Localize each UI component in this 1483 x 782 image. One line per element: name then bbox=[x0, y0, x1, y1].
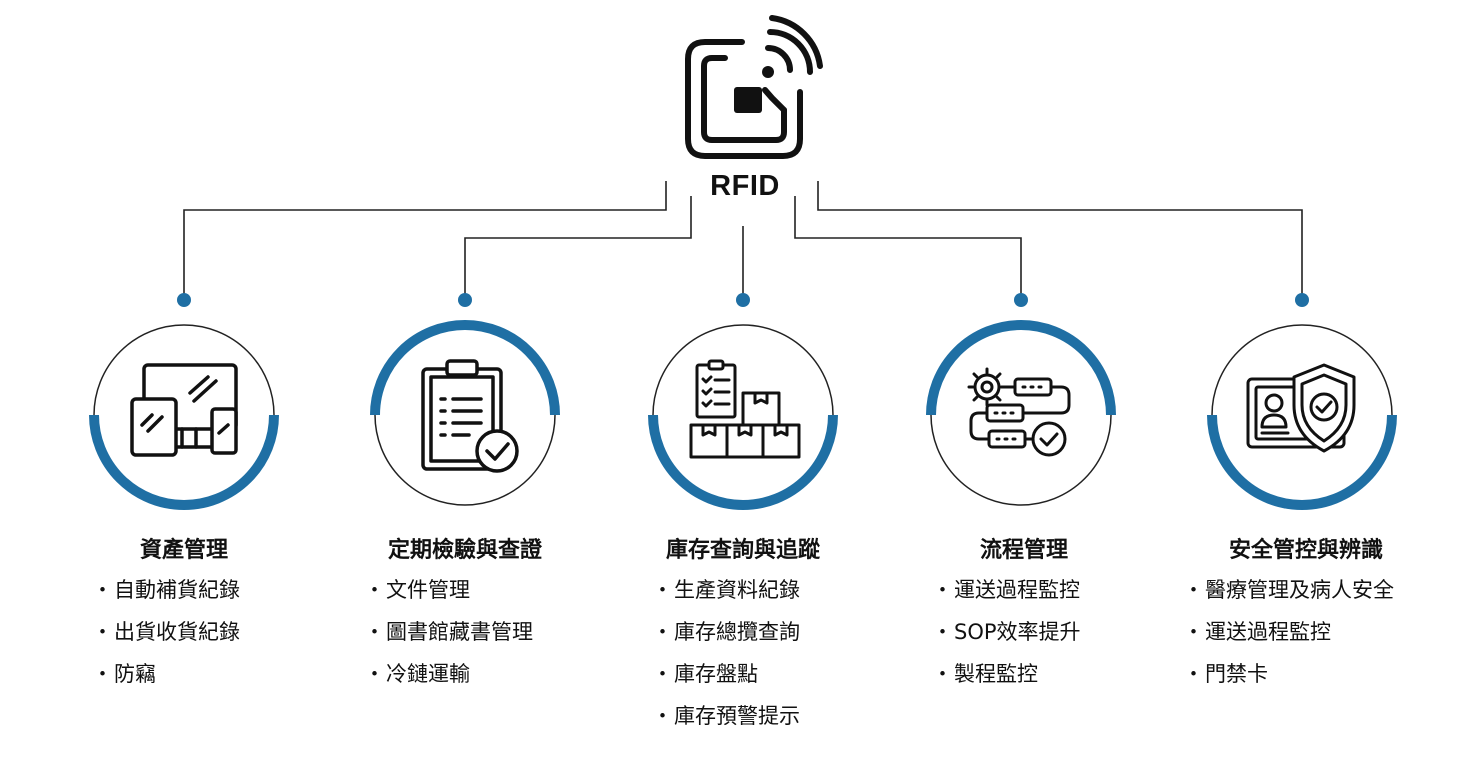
list-item: ・生產資料紀錄 bbox=[652, 578, 800, 602]
feature-heading-4: 流程管理 bbox=[979, 538, 1068, 563]
feature-ring bbox=[370, 320, 560, 506]
feature-heading-2: 定期檢驗與查證 bbox=[387, 538, 542, 563]
list-item: ・SOP效率提升 bbox=[932, 620, 1081, 644]
connector-line-2 bbox=[464, 196, 692, 300]
list-item: ・圖書館藏書管理 bbox=[364, 620, 533, 644]
list-item: ・庫存總攬查詢 bbox=[652, 620, 800, 644]
feature-security-identification bbox=[1202, 320, 1402, 510]
list-item: ・冷鏈運輸 bbox=[364, 662, 470, 686]
list-item: ・運送過程監控 bbox=[932, 578, 1080, 602]
feature-heading-5: 安全管控與辨識 bbox=[1228, 538, 1383, 563]
rfid-card-icon bbox=[685, 15, 823, 159]
list-item: ・庫存預警提示 bbox=[652, 704, 800, 728]
connector-dot-3 bbox=[736, 293, 750, 307]
feature-list-4: ・運送過程監控 ・SOP效率提升 ・製程監控 bbox=[932, 574, 1081, 700]
feature-ring bbox=[926, 320, 1116, 506]
list-item: ・文件管理 bbox=[364, 578, 470, 602]
feature-ring bbox=[1207, 324, 1397, 510]
inventory-boxes-icon bbox=[689, 359, 801, 459]
connector-dot-2 bbox=[458, 293, 472, 307]
connector-dot-5 bbox=[1295, 293, 1309, 307]
feature-ring bbox=[648, 324, 838, 510]
rfid-title: RFID bbox=[710, 170, 780, 202]
feature-inventory-tracking bbox=[643, 320, 843, 510]
feature-asset-management bbox=[84, 320, 284, 510]
list-item: ・醫療管理及病人安全 bbox=[1183, 578, 1394, 602]
list-item: ・製程監控 bbox=[932, 662, 1038, 686]
feature-ring bbox=[89, 324, 279, 510]
connector-line-4 bbox=[794, 196, 1022, 300]
list-item: ・庫存盤點 bbox=[652, 662, 758, 686]
id-shield-icon bbox=[1246, 363, 1356, 453]
connector-dot-1 bbox=[177, 293, 191, 307]
connector-line-1 bbox=[183, 181, 667, 300]
feature-periodic-inspection bbox=[365, 320, 565, 510]
feature-list-5: ・醫療管理及病人安全 ・運送過程監控 ・門禁卡 bbox=[1183, 574, 1394, 700]
list-item: ・門禁卡 bbox=[1183, 662, 1268, 686]
connector-dot-4 bbox=[1014, 293, 1028, 307]
process-flow-icon bbox=[967, 367, 1071, 457]
feature-list-3: ・生產資料紀錄 ・庫存總攬查詢 ・庫存盤點 ・庫存預警提示 bbox=[652, 574, 800, 742]
connector-line-5 bbox=[817, 181, 1303, 300]
list-item: ・出貨收貨紀錄 bbox=[92, 620, 240, 644]
feature-process-management bbox=[921, 320, 1121, 510]
clipboard-check-icon bbox=[421, 359, 519, 473]
feature-heading-1: 資產管理 bbox=[139, 538, 228, 563]
list-item: ・自動補貨紀錄 bbox=[92, 578, 240, 602]
feature-list-1: ・自動補貨紀錄 ・出貨收貨紀錄 ・防竊 bbox=[92, 574, 240, 700]
devices-icon bbox=[130, 363, 238, 457]
list-item: ・運送過程監控 bbox=[1183, 620, 1331, 644]
feature-heading-3: 庫存查詢與追蹤 bbox=[665, 538, 820, 563]
feature-list-2: ・文件管理 ・圖書館藏書管理 ・冷鏈運輸 bbox=[364, 574, 533, 700]
list-item: ・防竊 bbox=[92, 662, 156, 686]
